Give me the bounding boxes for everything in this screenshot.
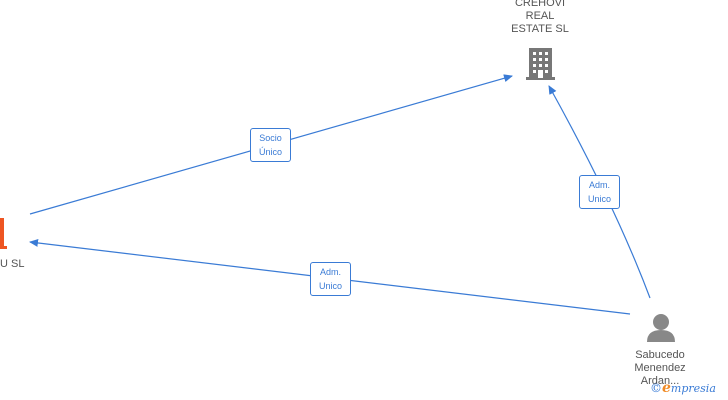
person-label-line-3: Ardan... bbox=[640, 375, 680, 387]
edge-label-adm-crehovi-line-2: Unico bbox=[587, 194, 611, 204]
building-icon[interactable] bbox=[526, 48, 555, 80]
edge-label-adm-crehovi[interactable]: Adm. Unico bbox=[579, 175, 620, 209]
building-icon-orange[interactable] bbox=[0, 218, 7, 249]
brand-name: mpresia bbox=[670, 382, 716, 395]
crehovi-label-line-1: CREHOVI bbox=[514, 0, 566, 9]
empresia-logo[interactable]: ©empresia bbox=[650, 380, 716, 398]
node-label-crehovi[interactable]: CREHOVI REAL ESTATE SL bbox=[490, 0, 590, 36]
person-icon[interactable] bbox=[647, 314, 675, 342]
edge-label-socio[interactable]: Socio Único bbox=[250, 128, 291, 162]
crehovi-label-line-2: REAL bbox=[525, 10, 555, 22]
edge-label-adm-crehovi-line-1: Adm. bbox=[588, 180, 610, 190]
person-label-line-2: Menendez bbox=[634, 362, 686, 374]
edge-label-adm-left-line-1: Adm. bbox=[319, 267, 341, 277]
edge-label-adm-left[interactable]: Adm. Unico bbox=[310, 262, 351, 296]
left-company-label-line-1: U SL bbox=[0, 258, 25, 270]
brand-e-letter: e bbox=[662, 380, 671, 396]
copyright-symbol: © bbox=[650, 381, 662, 395]
edge-label-socio-line-1: Socio bbox=[259, 133, 282, 143]
node-label-left-company[interactable]: U SL bbox=[0, 258, 40, 271]
crehovi-label-line-3: ESTATE SL bbox=[511, 23, 569, 35]
edge-label-adm-left-line-2: Unico bbox=[318, 281, 342, 291]
edge-label-socio-line-2: Único bbox=[258, 147, 282, 157]
person-label-line-1: Sabucedo bbox=[635, 349, 685, 361]
node-label-person[interactable]: Sabucedo Menendez Ardan... bbox=[615, 349, 705, 388]
